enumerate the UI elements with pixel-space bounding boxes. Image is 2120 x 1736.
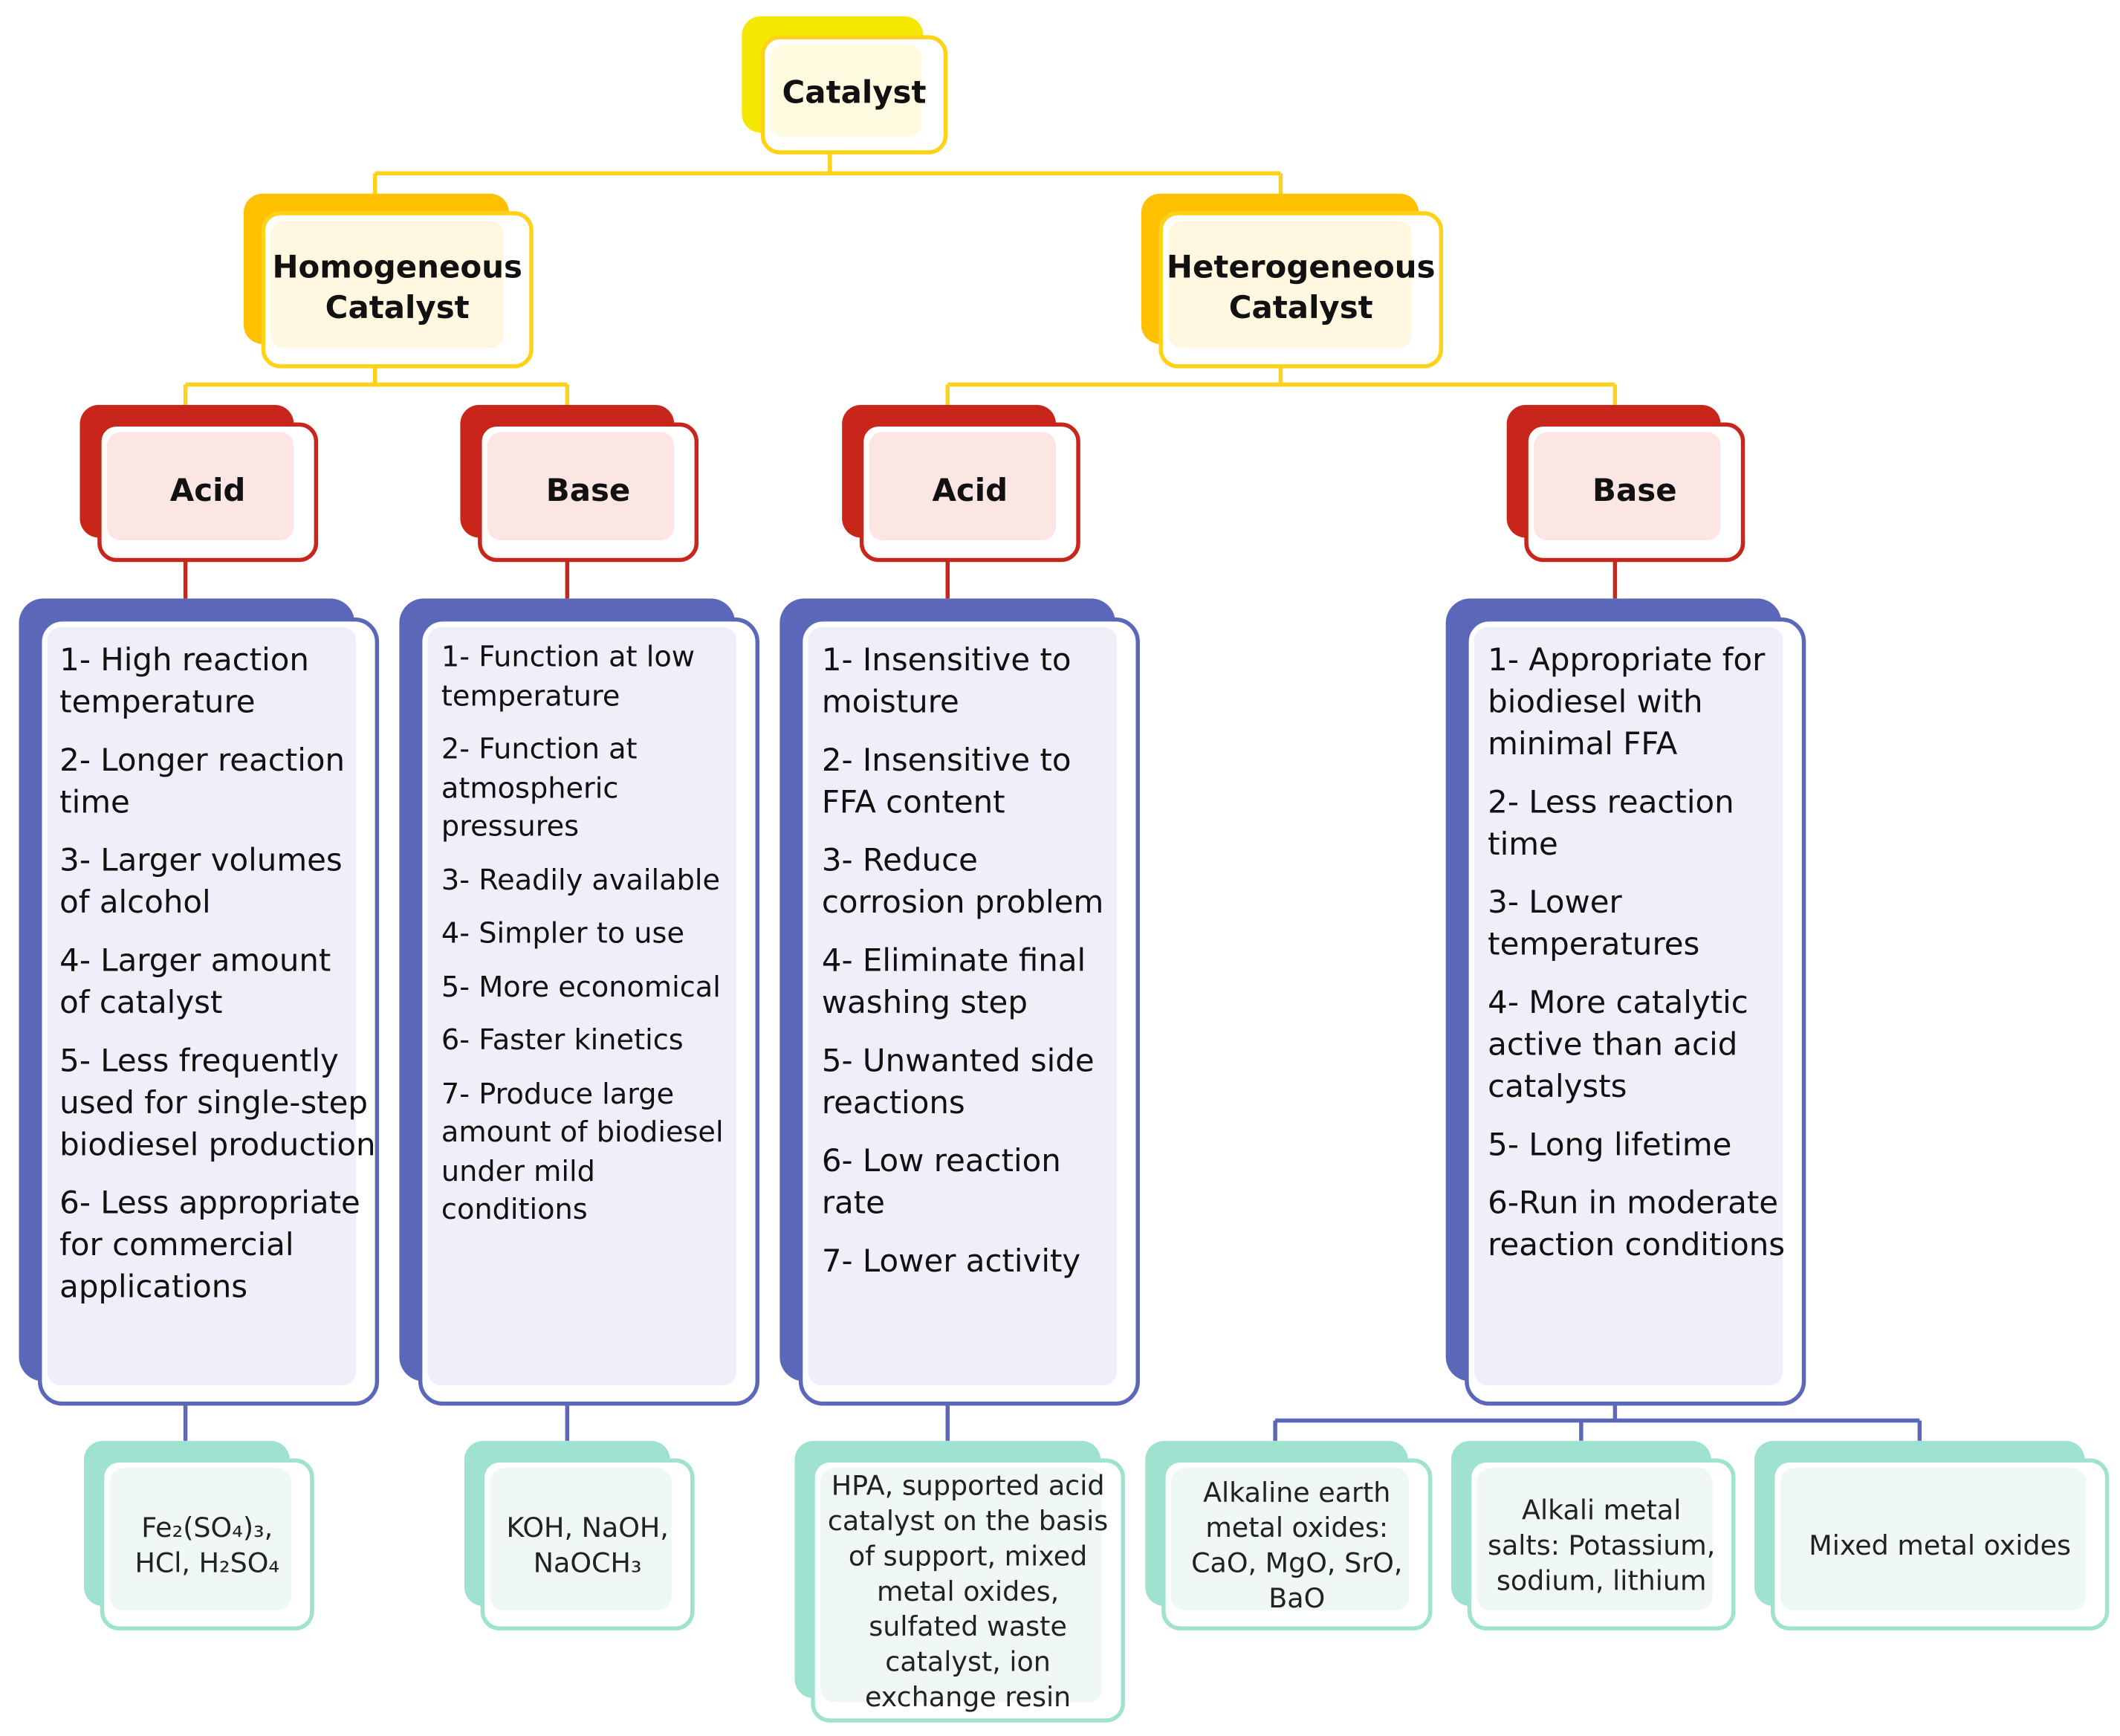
heterogeneous-acid-examples: HPA, supported acid catalyst on the basi… [794, 1440, 1125, 1723]
homogeneous-acid-examples: Fe₂(SO₄)₃, HCl, H₂SO₄ [83, 1440, 314, 1630]
list-item: 2- Longer reaction time [59, 743, 346, 821]
homogeneous-acid-node: Acid [80, 404, 319, 563]
homogeneous-acid-list: 1- High reaction temperature 2- Longer r… [59, 641, 377, 1309]
list-item: 6-Run in moderate reaction conditions [1488, 1186, 1786, 1264]
homogeneous-base-examples-text: KOH, NaOH, NaOCH₃ [506, 1510, 669, 1578]
heterogeneous-base-examples-mixed-oxides: Mixed metal oxides [1754, 1440, 2110, 1630]
heterogeneous-acid-examples-text: HPA, supported acid catalyst on the basi… [827, 1468, 1109, 1713]
heterogeneous-acid-node: Acid [842, 404, 1080, 563]
catalyst-node: Catalyst [742, 16, 948, 155]
list-item: 4- More catalytic active than acid catal… [1488, 985, 1748, 1105]
list-item: 5- Less frequently used for single-step … [59, 1043, 376, 1164]
list-item: 3- Reduce corrosion problem [821, 843, 1104, 922]
list-item: 6- Low reaction rate [821, 1144, 1061, 1222]
list-item: 4- Eliminate final washing step [821, 944, 1086, 1021]
list-item: 3- Readily available [441, 863, 721, 896]
list-item: 3- Larger volumes of alcohol [59, 843, 343, 922]
list-item: 5- More economical [441, 970, 721, 1003]
list-item: 2- Less reaction time [1488, 785, 1734, 863]
homogeneous-catalyst-label: Homogeneous Catalyst [272, 250, 522, 327]
list-item: 4- Simpler to use [441, 916, 685, 950]
homogeneous-base-label: Base [545, 473, 631, 509]
heterogeneous-base-examples-alkali-salts: Alkali metal salts: Potassium, sodium, l… [1450, 1440, 1736, 1630]
heterogeneous-base-properties: 1- Appropriate for biodiesel with minima… [1445, 598, 1806, 1406]
heterogeneous-acid-label: Acid [932, 473, 1008, 509]
list-item: 5- Unwanted side reactions [821, 1043, 1095, 1121]
list-item: 1- Insensitive to moisture [821, 643, 1072, 721]
list-item: 4- Larger amount of catalyst [59, 944, 331, 1021]
list-item: 7- Produce large amount of biodiesel und… [441, 1077, 724, 1226]
list-item: 2- Function at atmospheric pressures [441, 732, 638, 843]
alkali-salts-examples-text: Alkali metal salts: Potassium, sodium, l… [1487, 1492, 1716, 1596]
heterogeneous-base-examples-alkaline-earth: Alkaline earth metal oxides: CaO, MgO, S… [1145, 1440, 1433, 1630]
heterogeneous-base-label: Base [1592, 473, 1677, 509]
list-item: 3- Lower temperatures [1488, 885, 1700, 963]
list-item: 1- High reaction temperature [59, 643, 309, 721]
heterogeneous-base-node: Base [1506, 404, 1745, 563]
alkaline-earth-examples-text: Alkaline earth metal oxides: CaO, MgO, S… [1191, 1475, 1403, 1614]
homogeneous-base-node: Base [460, 404, 699, 563]
list-item: 1- Function at low temperature [441, 640, 696, 712]
homogeneous-acid-label: Acid [169, 473, 246, 509]
list-item: 7- Lower activity [821, 1244, 1081, 1280]
homogeneous-base-list: 1- Function at low temperature 2- Functi… [441, 638, 733, 1228]
heterogeneous-acid-list: 1- Insensitive to moisture 2- Insensitiv… [822, 641, 1113, 1284]
list-item: 6- Faster kinetics [441, 1023, 684, 1057]
list-item: 5- Long lifetime [1488, 1127, 1732, 1164]
homogeneous-acid-properties: 1- High reaction temperature 2- Longer r… [19, 598, 380, 1406]
catalyst-label: Catalyst [782, 76, 927, 111]
heterogeneous-catalyst-node: Heterogeneous Catalyst [1141, 193, 1444, 369]
heterogeneous-acid-properties: 1- Insensitive to moisture 2- Insensitiv… [779, 598, 1140, 1406]
list-item: 2- Insensitive to FFA content [821, 743, 1072, 821]
homogeneous-base-examples: KOH, NaOH, NaOCH₃ [464, 1440, 695, 1630]
list-item: 1- Appropriate for biodiesel with minima… [1488, 643, 1766, 762]
heterogeneous-catalyst-label: Heterogeneous Catalyst [1166, 250, 1436, 327]
list-item: 6- Less appropriate for commercial appli… [59, 1186, 360, 1306]
mixed-oxides-examples-text: Mixed metal oxides [1809, 1528, 2072, 1561]
homogeneous-acid-examples-text: Fe₂(SO₄)₃, HCl, H₂SO₄ [134, 1510, 280, 1578]
homogeneous-base-properties: 1- Function at low temperature 2- Functi… [399, 598, 760, 1406]
homogeneous-catalyst-node: Homogeneous Catalyst [243, 193, 534, 369]
heterogeneous-base-list: 1- Appropriate for biodiesel with minima… [1488, 641, 1786, 1268]
